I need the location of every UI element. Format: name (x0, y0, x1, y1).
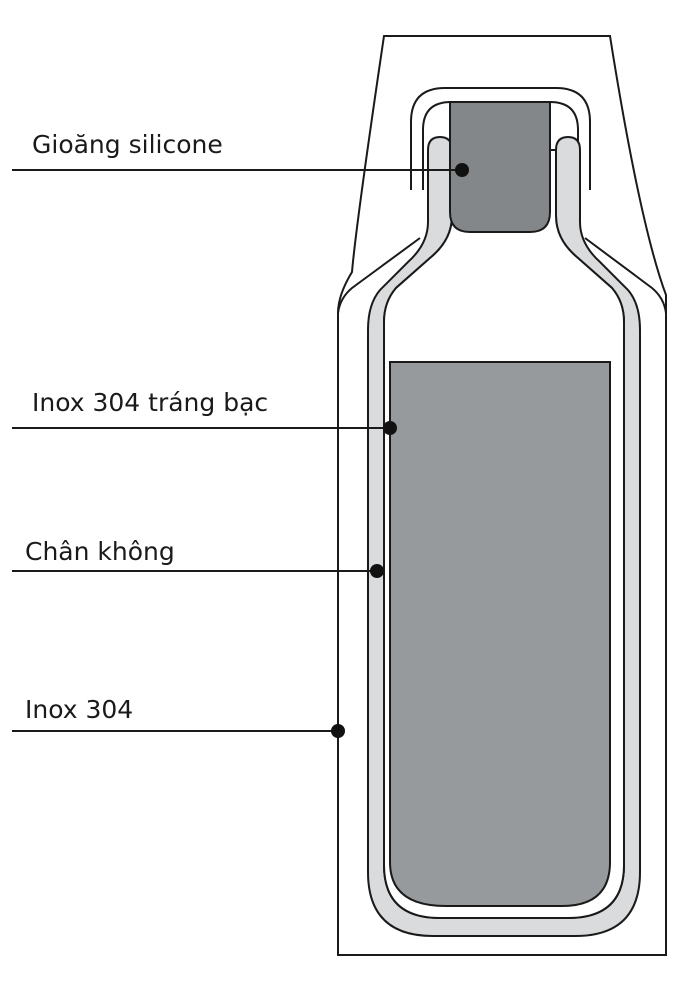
liquid (389, 361, 611, 907)
label-silicone-gasket: Gioăng silicone (32, 130, 223, 159)
leader-dot (331, 724, 345, 738)
leader-dot (370, 564, 384, 578)
silicone-gasket (449, 101, 551, 233)
callout-vacuum: Chân không (12, 537, 384, 578)
callout-silicone-gasket: Gioăng silicone (12, 130, 469, 177)
leader-dot (455, 163, 469, 177)
label-vacuum: Chân không (25, 537, 175, 566)
outer-shell-shoulder (337, 237, 667, 314)
label-outer-steel: Inox 304 (25, 695, 133, 724)
callout-outer-steel: Inox 304 (12, 695, 345, 738)
label-silver-coated-steel: Inox 304 tráng bạc (32, 388, 268, 417)
leader-dot (383, 421, 397, 435)
callout-silver-coated-steel: Inox 304 tráng bạc (12, 388, 397, 435)
cap-clamp (410, 87, 591, 190)
